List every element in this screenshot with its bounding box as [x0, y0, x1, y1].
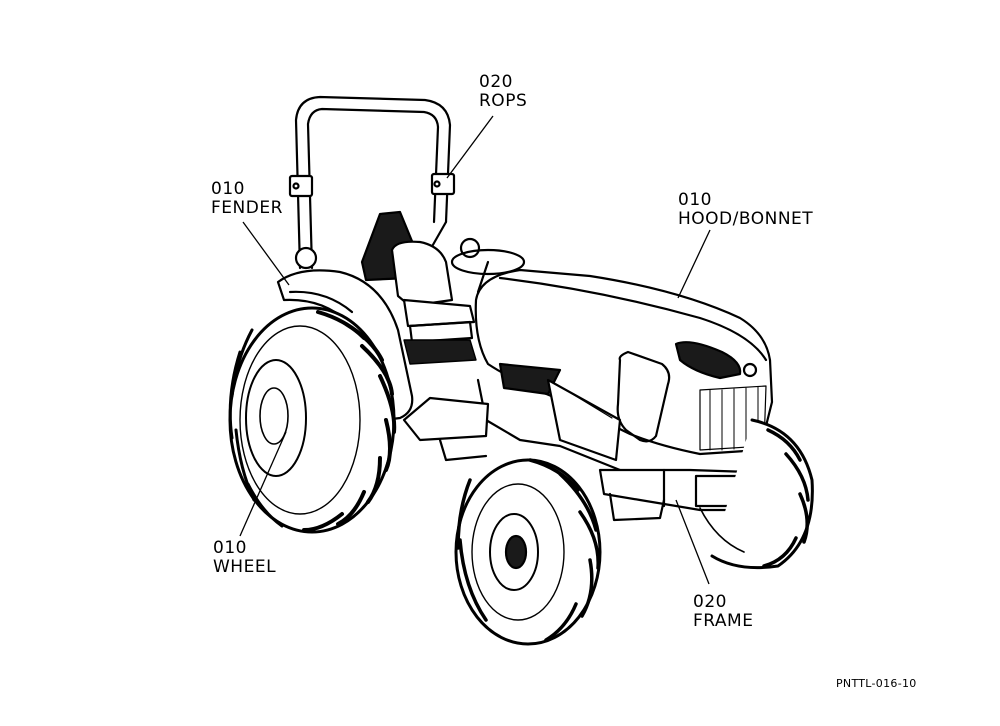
steering-wheel: [450, 248, 526, 276]
leader-rops: [446, 115, 494, 179]
callout-hood-name: HOOD/BONNET: [678, 209, 814, 229]
callout-rops-code: 020: [479, 72, 513, 92]
callout-fender-name: FENDER: [211, 198, 283, 218]
callout-frame-code: 020: [693, 592, 727, 612]
callout-rops-name: ROPS: [479, 91, 528, 111]
callout-frame: 020 FRAME: [693, 593, 753, 631]
hood: [474, 268, 774, 456]
callout-wheel-name: WHEEL: [213, 557, 277, 577]
callout-wheel: 010 WHEEL: [213, 539, 276, 577]
engine-panel: [498, 362, 562, 396]
callout-fender: 010 FENDER: [211, 180, 283, 218]
right-lamp: [459, 237, 481, 259]
leader-hood: [677, 229, 711, 299]
callout-fender-code: 010: [211, 179, 245, 199]
seat: [390, 240, 476, 344]
figure-reference: PNTTL-016-10: [836, 677, 917, 690]
front-wheel: [454, 458, 602, 646]
callout-hood-code: 010: [678, 190, 712, 210]
callout-rops: 020 ROPS: [479, 73, 527, 111]
leader-wheel: [239, 431, 287, 537]
callout-hood: 010 HOOD/BONNET: [678, 191, 813, 229]
callout-frame-name: FRAME: [693, 611, 754, 631]
left-lamp: [294, 246, 318, 270]
floor-step: [402, 396, 490, 442]
rops-bar: [288, 95, 456, 270]
callout-wheel-code: 010: [213, 538, 247, 558]
rear-wheel: [228, 306, 397, 534]
leader-lines: [239, 115, 711, 585]
leader-frame: [675, 499, 710, 585]
front-right-wheel: [699, 418, 814, 570]
leader-fender: [242, 221, 290, 286]
